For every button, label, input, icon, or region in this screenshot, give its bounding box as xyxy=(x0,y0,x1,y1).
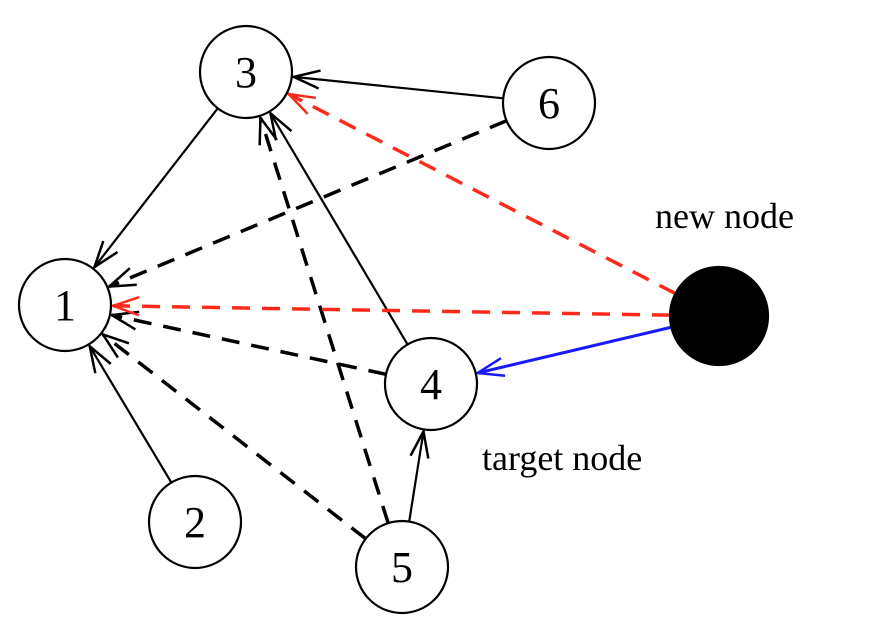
edge-5-to-3 xyxy=(260,118,390,524)
target-node-caption: target node xyxy=(482,438,642,478)
node-circle xyxy=(17,257,113,353)
nodes-layer: 1 2 3 4 5 6 xyxy=(17,24,770,615)
node-label: 6 xyxy=(538,79,560,128)
node-label: 3 xyxy=(235,48,257,97)
node-new xyxy=(668,265,770,367)
edges-layer xyxy=(90,77,677,541)
edge-6-to-1 xyxy=(109,119,508,289)
edge-5-to-1 xyxy=(103,334,367,541)
edge-new-to-1 xyxy=(113,306,671,317)
node-1: 1 xyxy=(17,257,113,353)
node-label: 1 xyxy=(54,281,76,330)
node-circle xyxy=(198,24,294,120)
new-node-caption: new node xyxy=(655,196,794,236)
edge-2-to-1 xyxy=(90,346,173,484)
edge-new-to-4 xyxy=(478,325,672,373)
edge-4-to-3 xyxy=(270,113,409,345)
node-circle xyxy=(668,265,770,367)
node-2: 2 xyxy=(147,474,243,570)
edge-5-to-4 xyxy=(408,431,423,522)
node-label: 5 xyxy=(391,543,413,592)
node-circle xyxy=(383,336,479,432)
edge-new-to-3 xyxy=(289,94,677,296)
edge-3-to-1 xyxy=(94,107,219,267)
node-4: 4 xyxy=(383,336,479,432)
edge-6-to-3 xyxy=(294,77,504,100)
node-3: 3 xyxy=(198,24,294,120)
node-label: 4 xyxy=(420,360,442,409)
node-circle xyxy=(147,474,243,570)
node-label: 2 xyxy=(184,498,206,547)
node-circle xyxy=(501,55,597,151)
node-6: 6 xyxy=(501,55,597,151)
node-circle xyxy=(354,519,450,615)
edge-4-to-1 xyxy=(112,315,387,377)
node-5: 5 xyxy=(354,519,450,615)
